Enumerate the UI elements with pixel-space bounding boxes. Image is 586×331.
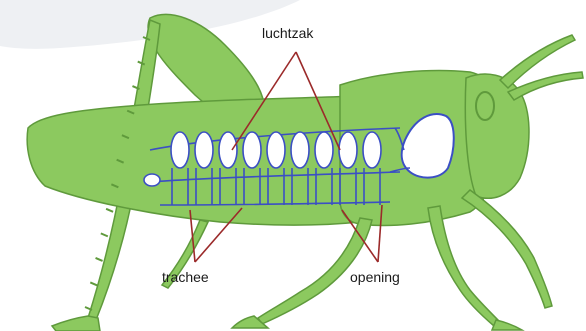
front-leg-2 xyxy=(462,190,552,308)
air-sac-segment xyxy=(171,132,189,168)
spine xyxy=(90,282,97,285)
air-sac-segment xyxy=(363,132,381,168)
foot-front xyxy=(492,320,522,330)
air-sac-segment xyxy=(339,132,357,168)
air-sac-segment xyxy=(267,132,285,168)
label-air-sac: luchtzak xyxy=(262,25,314,41)
grasshopper-body xyxy=(27,14,583,331)
air-sac-segment xyxy=(219,132,237,168)
air-sac-segment xyxy=(315,132,333,168)
spine xyxy=(101,233,108,236)
air-sac-rear xyxy=(144,174,160,186)
label-trachea: trachee xyxy=(162,269,209,285)
spine xyxy=(106,209,113,212)
label-opening: opening xyxy=(350,269,400,285)
air-sac-segment xyxy=(291,132,309,168)
air-sac-segment xyxy=(243,132,261,168)
front-leg xyxy=(428,206,500,326)
hind-leg-foot xyxy=(52,316,100,331)
spine xyxy=(96,258,103,261)
air-sac-segment xyxy=(195,132,213,168)
